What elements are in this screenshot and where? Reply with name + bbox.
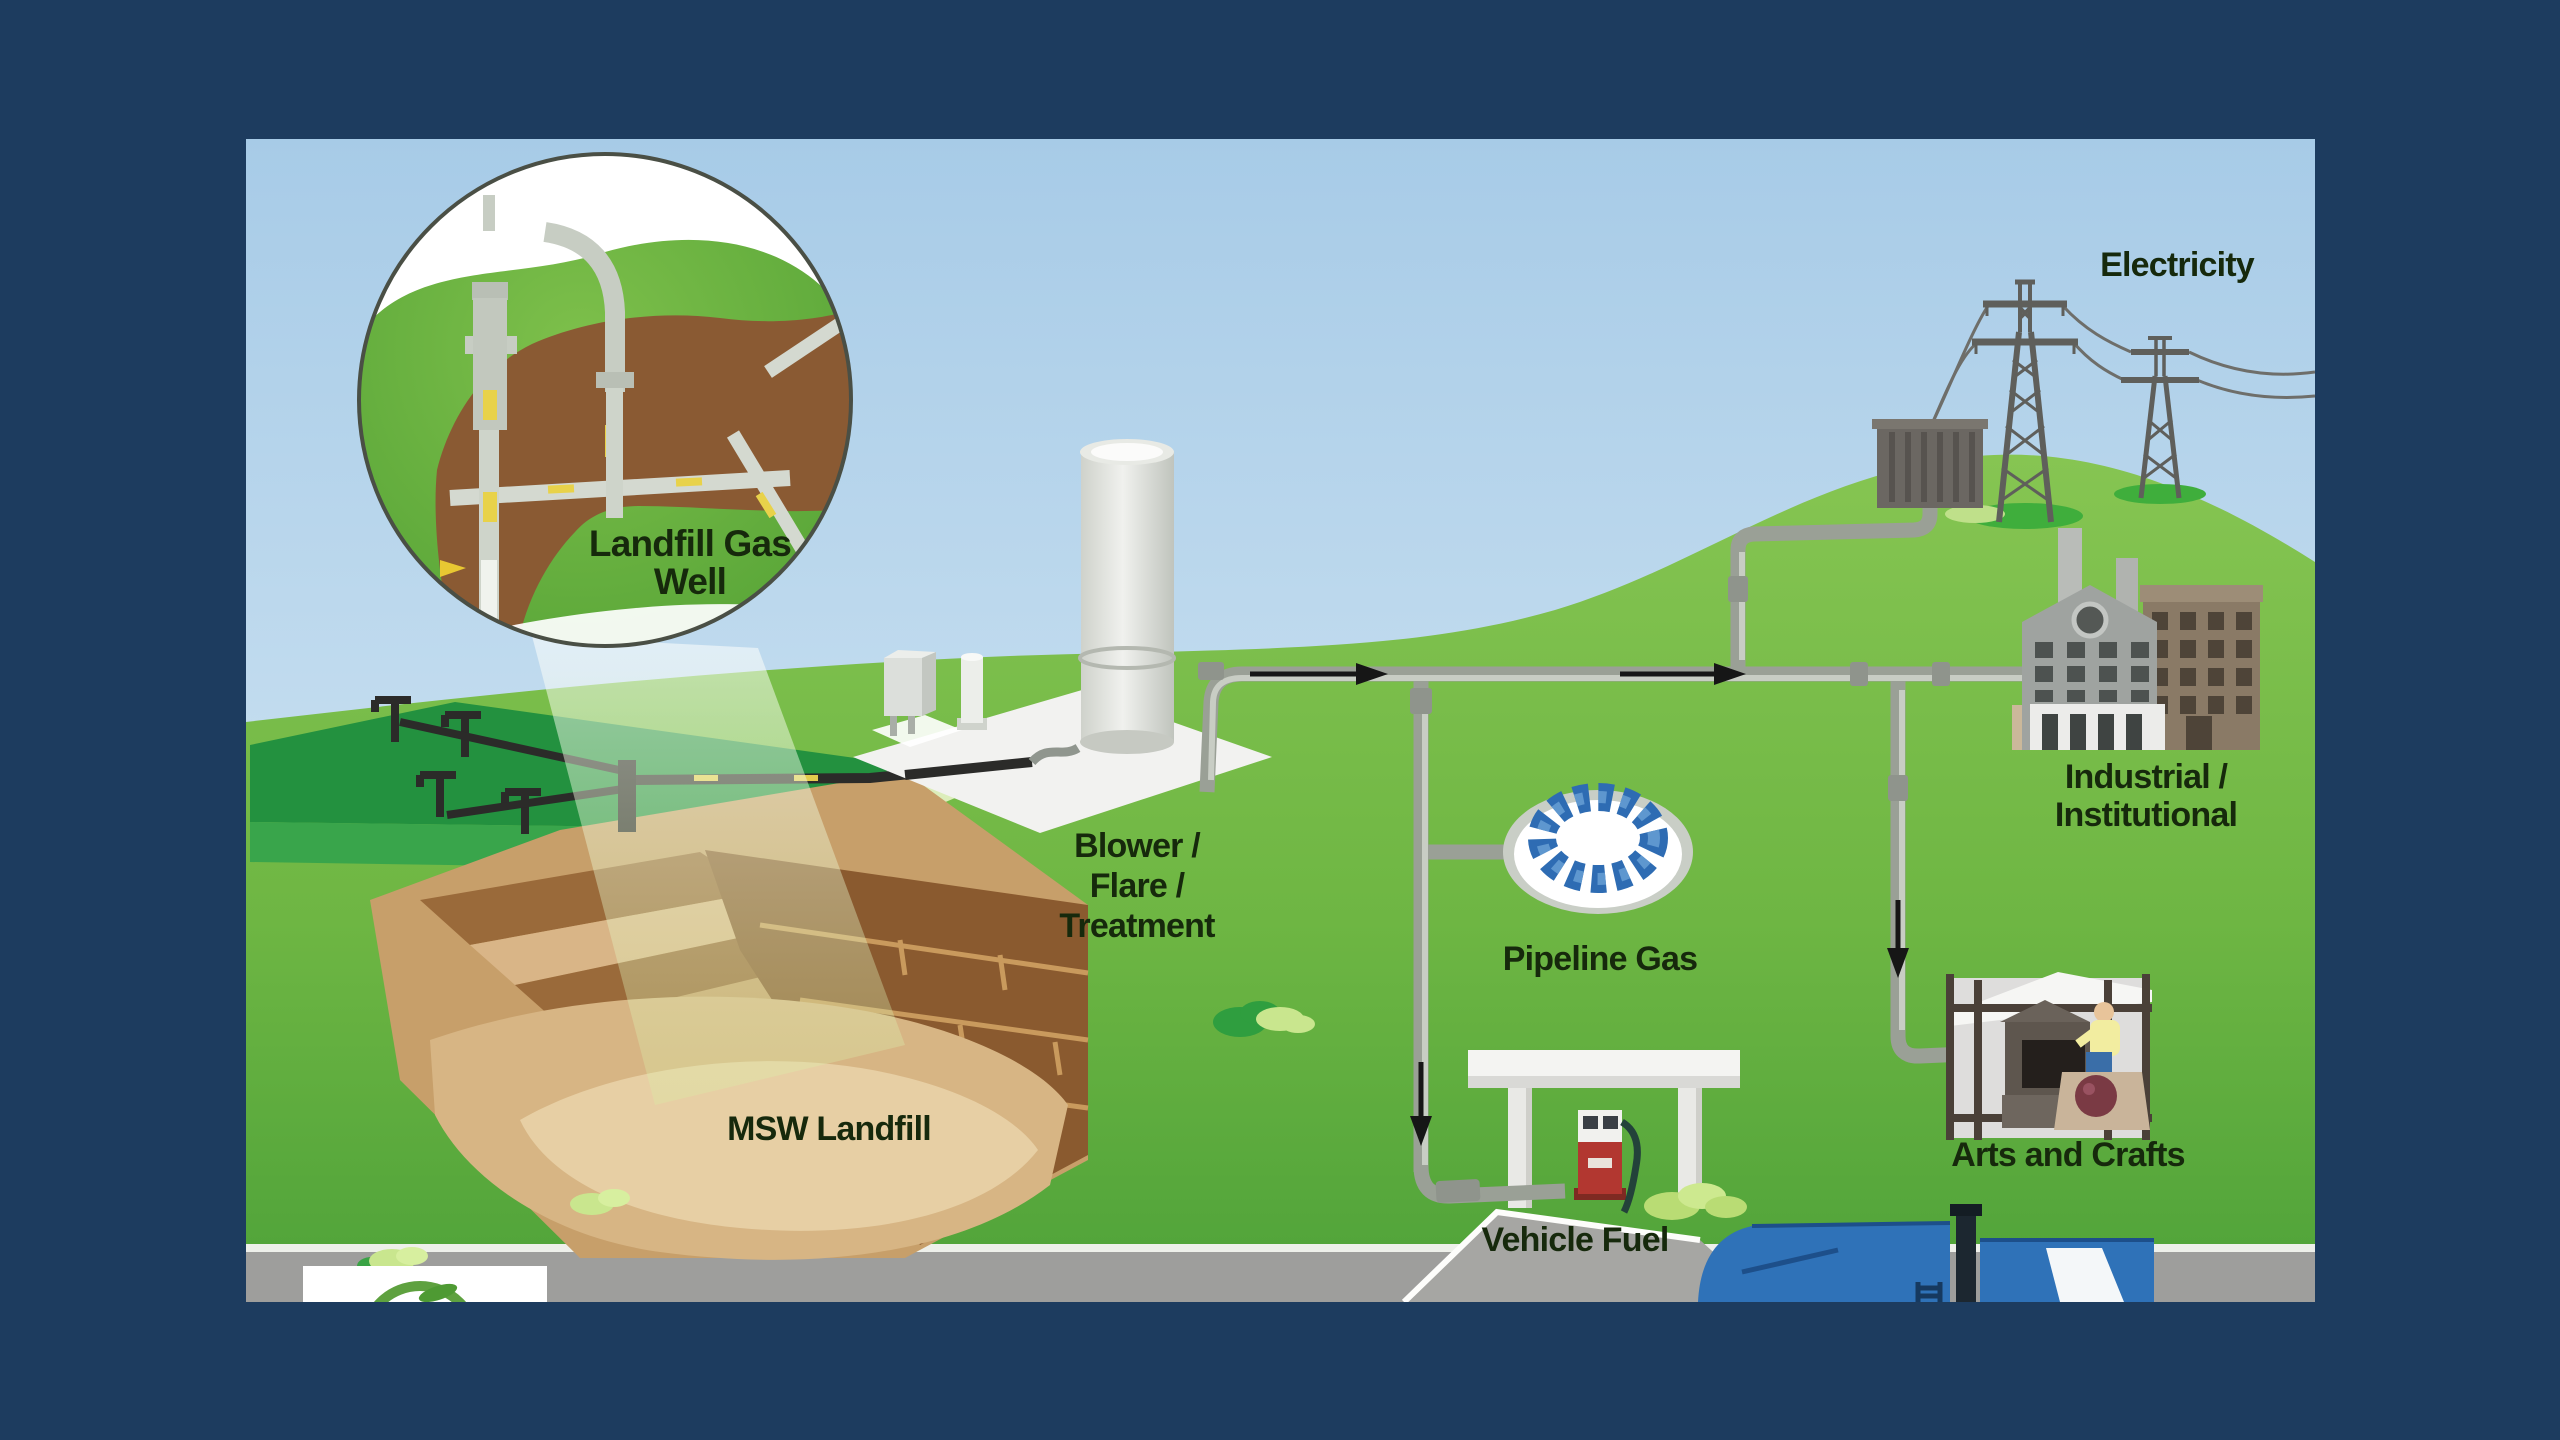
inset-well-pipe: [465, 195, 517, 646]
clay-pot-icon: [2075, 1075, 2117, 1117]
inset-elbow-pipe: [543, 222, 634, 518]
potter-figure: [2075, 1002, 2120, 1076]
electricity-assets: [1872, 279, 2315, 529]
truck-exhaust: [1956, 1212, 1976, 1302]
kiln-icon: [2000, 1000, 2092, 1128]
collection-truck-icon: [1698, 1204, 2154, 1302]
fuel-apron: [1401, 1208, 1768, 1302]
industrial-institutional-label: Institutional: [2055, 796, 2237, 834]
bush-landfill: [570, 1189, 630, 1215]
power-lines: [1930, 304, 2315, 425]
pipe-couplings: [1198, 576, 1950, 1203]
truck-windshield: [2046, 1248, 2124, 1302]
bush-blower: [1213, 1001, 1315, 1037]
industrial-institutional-buildings: [2012, 528, 2263, 750]
condensate-pipe: [1028, 743, 1081, 766]
flow-arrows: [1250, 663, 1909, 1146]
vent-pipe: [957, 653, 987, 730]
landfill-gas-well-label: Well: [654, 561, 726, 602]
pipeline-gas-label: Pipeline Gas: [1503, 940, 1697, 978]
blower-flare-treatment-label: Blower /: [1074, 827, 1201, 865]
blower-control-box: [884, 650, 936, 736]
arts-and-crafts-label: Arts and Crafts: [1951, 1136, 2185, 1174]
projection-beam: [532, 636, 905, 1105]
blower-flare-treatment-label: Treatment: [1059, 907, 1215, 945]
transmission-tower-small-icon: [2121, 336, 2199, 499]
arts-and-crafts-studio: [1946, 972, 2152, 1140]
partial-logo: [303, 1266, 547, 1302]
transformer-icon: [1872, 419, 1988, 508]
landfill-gas-well-inset: [357, 152, 853, 648]
vehicle-fuel-label: Vehicle Fuel: [1482, 1221, 1669, 1259]
landfill-gas-well-label: Landfill Gas: [589, 523, 791, 564]
truck-ladder: [1915, 1282, 1943, 1302]
transmission-tower-large-icon: [1972, 279, 2078, 523]
electricity-label: Electricity: [2100, 246, 2255, 284]
bush-fuel-station: [1644, 1183, 1747, 1220]
industrial-institutional-label: Industrial /: [2065, 758, 2229, 796]
pipeline-gas-burner-icon: [1503, 783, 1693, 914]
fuel-canopy: [1468, 1050, 1740, 1208]
blower-flare-treatment: [853, 439, 1272, 833]
flare-stack: [1078, 439, 1176, 754]
fuel-pump-icon: [1574, 1110, 1641, 1214]
msw-landfill-label: MSW Landfill: [727, 1110, 931, 1148]
factory-building-icon: [2012, 585, 2165, 750]
blower-flare-treatment-label: Flare /: [1090, 867, 1186, 905]
